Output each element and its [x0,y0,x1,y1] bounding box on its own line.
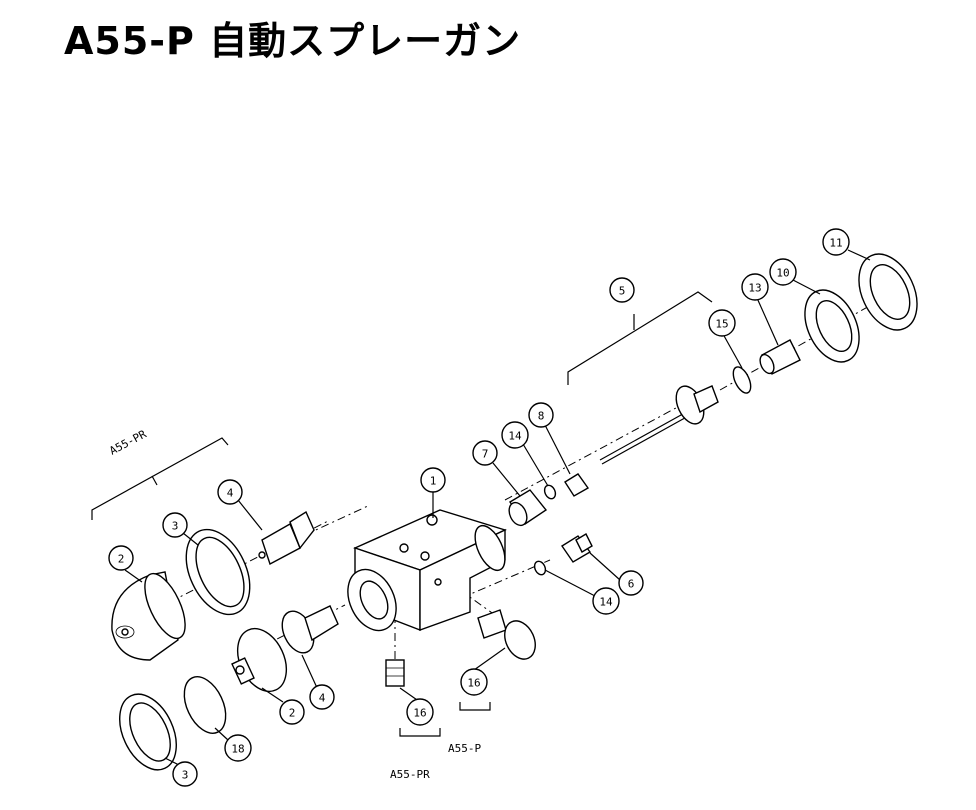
callout-10-text: 10 [776,267,789,280]
callout-7-text: 7 [482,448,489,461]
part-ring-lower [119,693,177,771]
callout-4-upper-text: 4 [227,487,234,500]
callout-1: 1 [420,467,446,493]
callout-16-knob: 16 [460,668,488,696]
part-washer-lower [533,560,547,576]
callout-16-screw-text: 16 [413,707,426,720]
part-piston [759,339,801,375]
callout-7: 7 [472,440,498,466]
part-fluid-nozzle [281,605,339,654]
part-needle [599,385,719,465]
group-label-a55-pr-top: A55-PR [107,427,149,457]
leader-lines [124,249,871,769]
callout-2-lower: 2 [279,699,305,725]
part-retaining-ring [804,289,860,363]
callout-6: 6 [618,570,644,596]
part-spring-seat [564,473,590,497]
part-cap-nut [858,253,918,331]
callout-4-upper: 4 [217,479,243,505]
part-ring-upper [185,528,251,616]
callout-3-upper: 3 [162,512,188,538]
callout-15-text: 15 [715,318,728,331]
callout-13-text: 13 [748,282,761,295]
part-6-fitting [561,533,593,563]
callout-14-upper: 14 [501,421,529,449]
callout-2-lower-text: 2 [289,707,296,720]
callout-6-text: 6 [628,578,635,591]
callout-10: 10 [769,258,797,286]
callout-15: 15 [708,309,736,337]
callout-8: 8 [528,402,554,428]
part-air-cap [111,571,186,661]
callout-2-upper-text: 2 [118,553,125,566]
callout-18-text: 18 [231,743,244,756]
page-title: A55-P 自動スプレーガン [64,19,522,63]
bracket-a55-pr-top [91,437,229,520]
callout-14-upper-text: 14 [508,430,522,443]
callout-1-text: 1 [430,475,437,488]
part-o-ring [183,676,227,734]
part-set-screw [385,659,405,687]
part-15-disc [732,366,752,394]
group-label-a55-p: A55-P [448,742,481,755]
callout-5-text: 5 [619,285,626,298]
bracket-a55-pr-bottom [399,728,441,737]
part-cap-base [231,627,288,693]
part-packing-nut [508,489,548,527]
part-adjusting-knob [477,609,536,660]
callout-13: 13 [741,273,769,301]
callout-18: 18 [224,734,252,762]
callout-3-lower: 3 [172,761,198,787]
callout-4-lower: 4 [309,684,335,710]
callout-14-lower: 14 [592,587,620,615]
callout-5: 5 [609,277,635,303]
callout-16-knob-text: 16 [467,677,480,690]
callout-16-screw: 16 [406,698,434,726]
callout-3-lower-text: 3 [182,769,189,782]
callout-11: 11 [822,228,850,256]
callout-11-text: 11 [829,237,842,250]
callout-3-upper-text: 3 [172,520,179,533]
callout-2-upper: 2 [108,545,134,571]
callout-4-lower-text: 4 [319,692,326,705]
callout-14-lower-text: 14 [599,596,613,609]
callout-8-text: 8 [538,410,545,423]
group-label-a55-pr-bottom: A55-PR [390,768,430,781]
bracket-part-5 [567,291,713,385]
part-washer-upper [543,484,557,500]
part-nozzle-upper [258,510,315,566]
part-gun-body [347,509,507,632]
bracket-a55-p [459,702,491,711]
